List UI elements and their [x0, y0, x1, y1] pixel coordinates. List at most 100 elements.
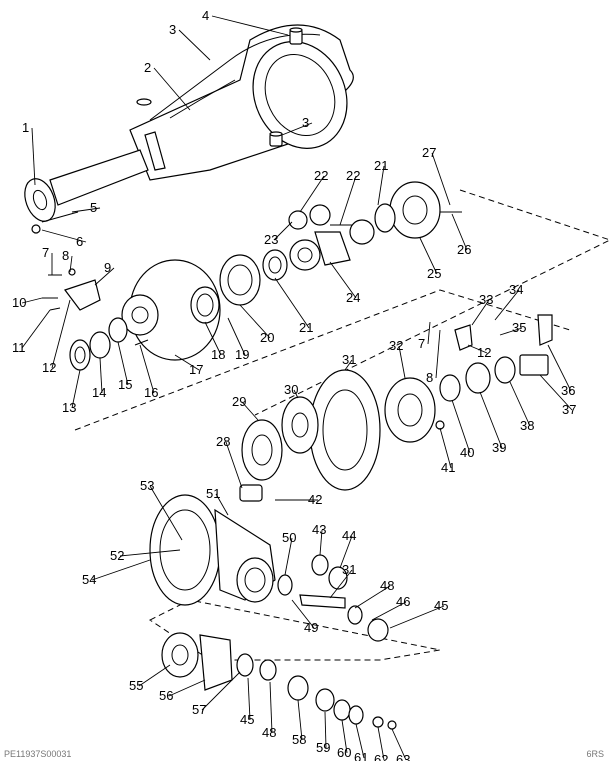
part-number-label: 63: [396, 752, 410, 761]
part-number-label: 14: [92, 385, 106, 400]
leader-line: [149, 485, 183, 541]
carrier-right: [384, 314, 553, 443]
part-number-label: 27: [422, 145, 436, 160]
leader-line: [398, 345, 406, 379]
part-number-label: 30: [284, 382, 298, 397]
part-number-label: 1: [22, 120, 29, 135]
leader-line: [281, 122, 313, 136]
part-number-label: 38: [520, 418, 534, 433]
pinion-shaft-group: [277, 554, 389, 642]
leader-line: [139, 344, 155, 394]
side-bearing-group-left: [69, 317, 149, 371]
part-number-label: 3: [169, 22, 176, 37]
leader-line: [274, 277, 310, 329]
leader-line: [41, 229, 87, 243]
leader-line: [21, 309, 51, 349]
leader-line: [499, 327, 523, 336]
part-number-label: 35: [512, 320, 526, 335]
leader-line: [467, 344, 488, 354]
leader-line: [377, 165, 385, 206]
leader-line: [51, 299, 71, 369]
part-number-label: 36: [561, 383, 575, 398]
leader-line: [293, 389, 299, 399]
part-number-label: 23: [264, 232, 278, 247]
part-number-label: 51: [206, 486, 220, 501]
part-number-label: 59: [316, 740, 330, 755]
leader-line: [355, 723, 365, 759]
leader-line: [225, 441, 243, 489]
part-number-label: 12: [42, 360, 56, 375]
leader-line: [354, 585, 391, 609]
leader-line: [494, 289, 520, 321]
leader-line: [451, 213, 468, 251]
leader-line: [547, 344, 572, 392]
leader-line: [377, 726, 385, 761]
bearing-cap-left: [42, 268, 101, 311]
part-number-label: 20: [260, 330, 274, 345]
part-number-label: 55: [129, 678, 143, 693]
leader-line: [178, 29, 211, 61]
part-number-label: 17: [189, 362, 203, 377]
part-number-label: 61: [354, 750, 368, 761]
part-number-label: 62: [374, 752, 388, 761]
leader-line: [427, 321, 431, 345]
leader-line: [329, 569, 353, 599]
part-number-label: 9: [104, 260, 111, 275]
leader-line: [344, 359, 353, 371]
part-number-label: 39: [492, 440, 506, 455]
part-number-label: 25: [427, 266, 441, 281]
part-number-label: 50: [282, 530, 296, 545]
case-washers: [190, 249, 288, 324]
part-number-label: 29: [232, 394, 246, 409]
part-number-label: 18: [211, 347, 225, 362]
leader-line: [71, 369, 81, 409]
part-number-label: 45: [434, 598, 448, 613]
part-number-label: 31: [342, 352, 356, 367]
ring-gear: [239, 369, 381, 502]
leader-line: [215, 493, 229, 516]
leader-line: [201, 671, 241, 711]
part-number-label: 58: [292, 732, 306, 747]
part-number-label: 4: [202, 8, 209, 23]
leader-line: [241, 401, 259, 421]
part-number-label: 21: [374, 158, 388, 173]
leader-line: [435, 329, 441, 379]
leader-line: [299, 175, 325, 213]
leader-line: [247, 677, 251, 721]
leader-line: [471, 299, 490, 326]
part-number-label: 19: [235, 347, 249, 362]
leader-line: [69, 255, 73, 273]
pinion-housing: [149, 494, 276, 606]
leader-line: [324, 711, 327, 749]
leader-line: [239, 304, 271, 339]
bottom-group: [161, 632, 397, 730]
part-number-label: 2: [144, 60, 151, 75]
part-number-label: 48: [380, 578, 394, 593]
leader-line: [31, 127, 36, 186]
part-number-label: 26: [457, 242, 471, 257]
part-number-label: 46: [396, 594, 410, 609]
part-number-label: 24: [346, 290, 360, 305]
part-number-label: 3: [302, 115, 309, 130]
part-number-label: 7: [418, 336, 425, 351]
leader-line: [153, 67, 191, 111]
part-number-label: 43: [312, 522, 326, 537]
part-number-label: 8: [62, 248, 69, 263]
leader-line: [227, 317, 246, 356]
part-number-label: 8: [426, 370, 433, 385]
spindle: [24, 149, 149, 222]
leader-line: [329, 261, 357, 299]
leader-line: [21, 297, 43, 304]
leader-line: [273, 221, 293, 241]
part-number-label: 41: [441, 460, 455, 475]
leader-line: [341, 719, 348, 754]
part-number-label: 7: [42, 245, 49, 260]
leader-line: [168, 679, 206, 697]
part-number-label: 40: [460, 445, 474, 460]
leader-line: [339, 175, 357, 226]
part-number-label: 15: [118, 377, 132, 392]
spider-gears: [288, 204, 375, 271]
part-number-label: 44: [342, 528, 356, 543]
leader-line: [339, 535, 353, 569]
